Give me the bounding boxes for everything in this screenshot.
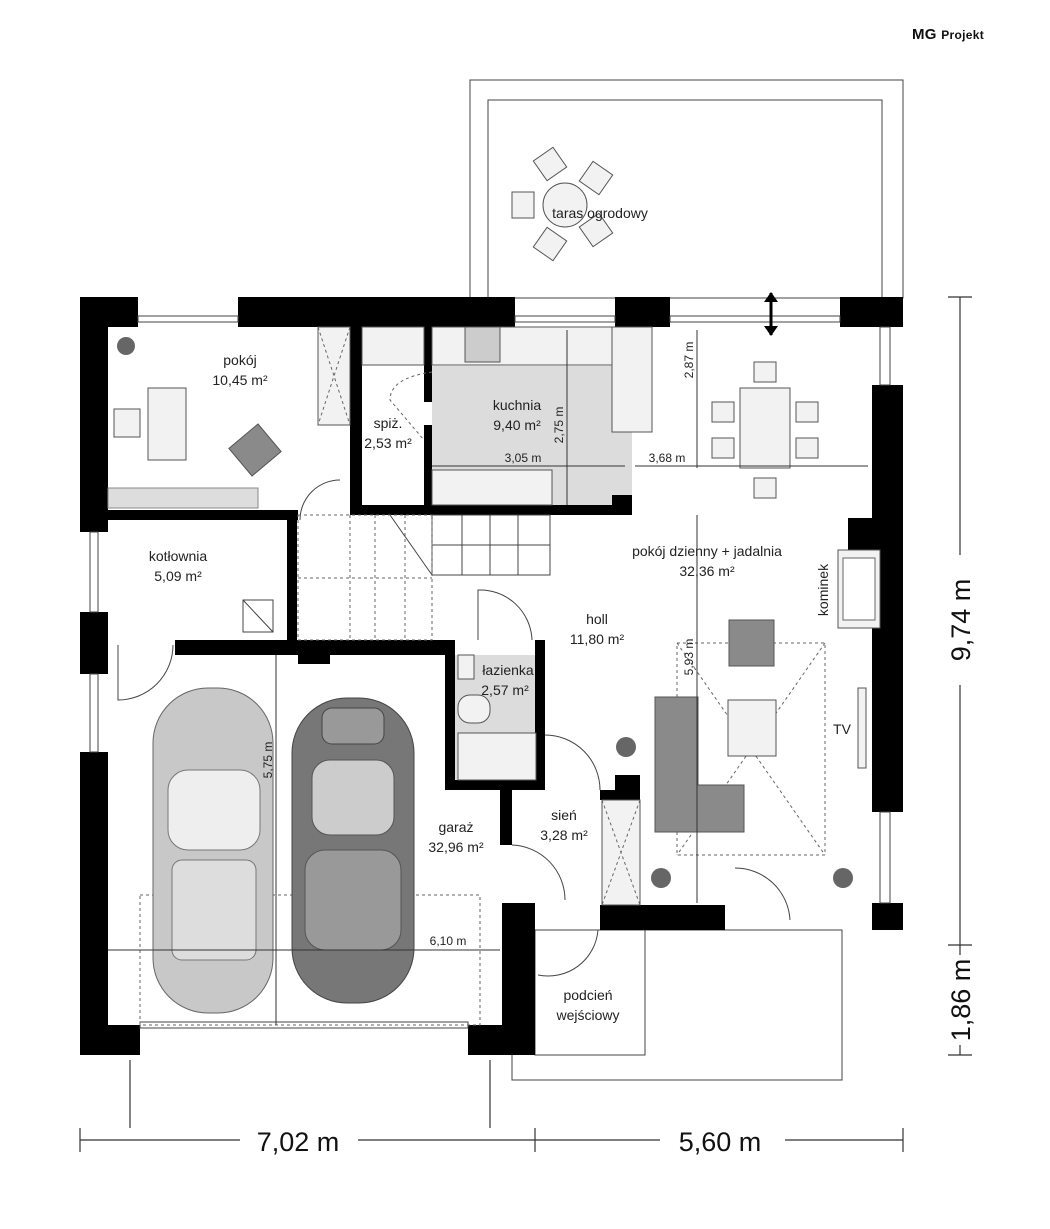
dim-dining-depth: 2,87 m (682, 342, 696, 379)
brand-logo: MG Projekt (912, 26, 984, 43)
label-garage: garaż (438, 819, 473, 835)
room-furniture (107, 326, 351, 521)
walls (80, 297, 903, 1055)
terrace (469, 79, 904, 299)
area-room: 10,45 m² (212, 372, 268, 388)
area-kitchen: 9,40 m² (493, 417, 541, 433)
label-living-dining: pokój dzienny + jadalnia (632, 543, 782, 559)
windows (89, 315, 891, 1029)
plant-icon (117, 337, 135, 355)
label-bathroom: łazienka (482, 662, 534, 678)
dim-garage-width: 6,10 m (430, 934, 467, 948)
kitchen-counters (361, 326, 653, 506)
door-swing (511, 844, 566, 901)
area-living-dining: 32,36 m² (679, 563, 735, 579)
label-pantry: spiż. (374, 415, 403, 431)
label-room: pokój (223, 352, 256, 368)
door-swing (117, 644, 174, 701)
plant-icon (616, 737, 636, 757)
inner-dimension-lines (108, 330, 868, 1025)
area-bathroom: 2,57 m² (481, 682, 529, 698)
dim-living-depth: 5,93 m (682, 639, 696, 676)
dim-bottom-left: 7,02 m (257, 1127, 340, 1157)
boiler-diagonal (242, 599, 274, 633)
dim-right-main: 9,74 m (946, 579, 976, 662)
brand-sub: Projekt (941, 28, 985, 42)
porch-floor (511, 929, 843, 1081)
terrace-door-arrow-icon (764, 292, 778, 336)
fireplace (837, 549, 881, 629)
car-icon (152, 687, 274, 1014)
dim-bottom-right: 5,60 m (679, 1127, 762, 1157)
boiler (242, 599, 274, 633)
door-swing (544, 734, 601, 791)
area-pantry: 2,53 m² (364, 435, 412, 451)
label-vestibule: sień (551, 807, 577, 823)
dim-kitchen-width: 3,05 m (505, 451, 542, 465)
entrance-door-swing (537, 929, 599, 977)
label-porch: podcień (563, 987, 612, 1003)
label-fireplace: kominek (815, 563, 831, 616)
living-furniture (654, 619, 867, 856)
bathroom-fixtures (457, 589, 537, 781)
label-tv: TV (833, 721, 852, 737)
staircase (297, 514, 551, 641)
dim-right-porch: 1,86 m (946, 959, 976, 1042)
brand-main: MG (912, 26, 937, 43)
outer-dimension-lines (79, 296, 972, 1152)
label-kitchen: kuchnia (493, 397, 541, 413)
label-hall: holl (586, 611, 608, 627)
area-hall: 11,80 m² (570, 631, 625, 647)
label-boiler-room: kotłownia (149, 548, 208, 564)
door-swing (734, 867, 791, 921)
plant-icon (651, 868, 671, 888)
plant-icon (833, 868, 853, 888)
terrace-table-set (511, 146, 614, 262)
dining-table-set (711, 361, 819, 499)
car-icon (291, 697, 415, 1004)
label-porch-2: wejściowy (555, 1007, 619, 1023)
area-garage: 32,96 m² (428, 839, 484, 855)
dim-garage-depth: 5,75 m (261, 742, 275, 779)
dim-kitchen-depth: 2,75 m (552, 407, 566, 444)
area-boiler-room: 5,09 m² (154, 568, 202, 584)
dim-living-width: 3,68 m (649, 451, 686, 465)
label-terrace: taras ogrodowy (552, 205, 648, 221)
area-vestibule: 3,28 m² (540, 827, 588, 843)
